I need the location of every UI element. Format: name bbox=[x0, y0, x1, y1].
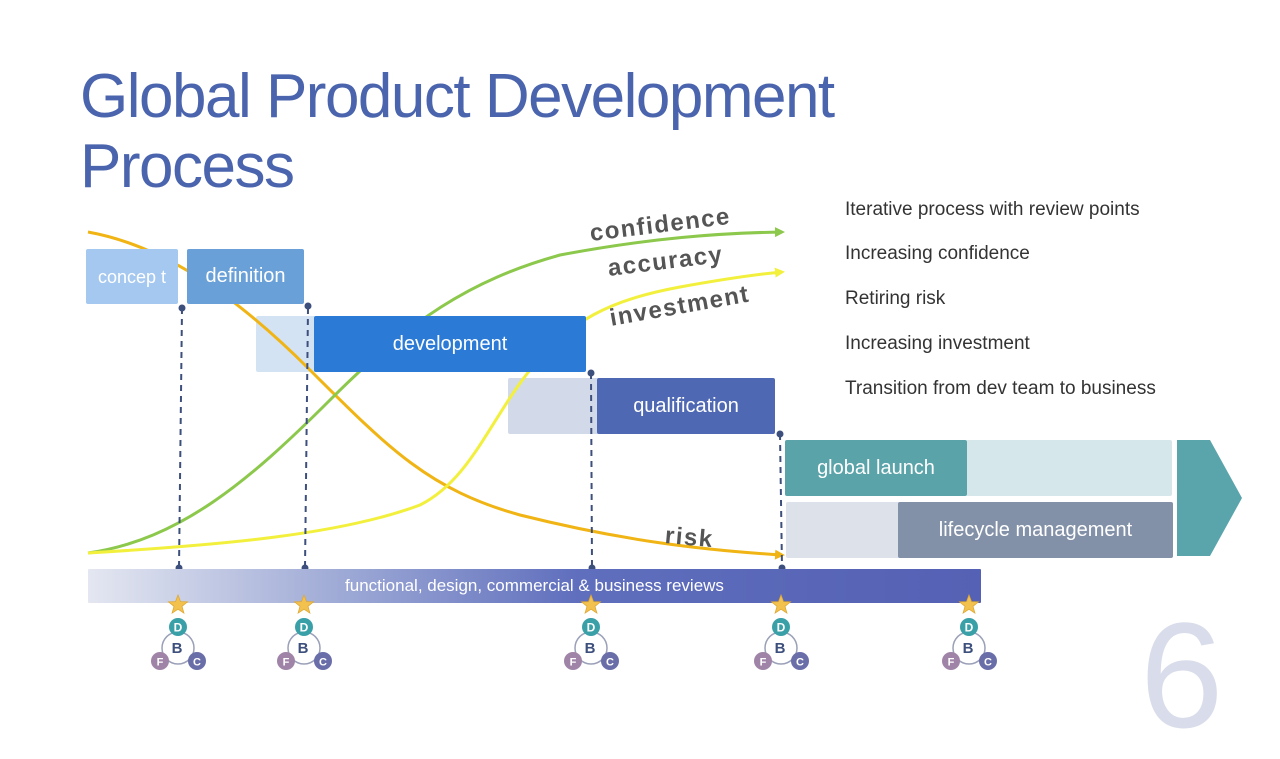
review-node: D F CB bbox=[754, 593, 809, 670]
lifecycle-track bbox=[786, 502, 906, 558]
development-shadow-block bbox=[256, 316, 316, 372]
node-d-circle bbox=[772, 618, 790, 636]
node-f-circle bbox=[754, 652, 772, 670]
node-c-label: C bbox=[606, 657, 614, 669]
node-c-circle bbox=[791, 652, 809, 670]
bullet-item: Increasing confidence bbox=[845, 243, 1030, 264]
node-c-label: C bbox=[319, 657, 327, 669]
node-c-circle bbox=[188, 652, 206, 670]
node-b-label: B bbox=[963, 640, 974, 657]
node-ring bbox=[764, 631, 798, 665]
node-ring bbox=[161, 631, 195, 665]
node-c-label: C bbox=[193, 657, 201, 669]
node-d-circle bbox=[169, 618, 187, 636]
node-b-label: B bbox=[298, 640, 309, 657]
phase-development-label: development bbox=[392, 332, 508, 355]
node-c-label: C bbox=[796, 657, 804, 669]
slide-title: Global Product Development Process bbox=[80, 62, 835, 201]
bullet-item: Increasing investment bbox=[845, 333, 1030, 354]
node-c-circle bbox=[601, 652, 619, 670]
phase-concept-label: concep t bbox=[97, 266, 167, 287]
investment-label: investment bbox=[607, 280, 752, 332]
confidence-label: confidence bbox=[588, 202, 733, 247]
phase-global-launch: global launch bbox=[785, 440, 967, 496]
node-c-label: C bbox=[984, 657, 992, 669]
node-d-label: D bbox=[965, 621, 974, 635]
node-b-label: B bbox=[775, 640, 786, 657]
node-b-label: B bbox=[172, 640, 183, 657]
node-d-label: D bbox=[587, 621, 596, 635]
node-f-label: F bbox=[760, 657, 767, 669]
phase-lifecycle: lifecycle management bbox=[898, 502, 1173, 558]
node-f-circle bbox=[564, 652, 582, 670]
node-ring bbox=[574, 631, 608, 665]
node-d-label: D bbox=[777, 621, 786, 635]
node-f-label: F bbox=[157, 657, 164, 669]
review-bar-label: functional, design, commercial & busines… bbox=[345, 576, 724, 595]
bullet-item: Retiring risk bbox=[845, 288, 946, 309]
node-ring bbox=[952, 631, 986, 665]
phase-qualification: qualification bbox=[597, 378, 775, 434]
phase-lifecycle-label: lifecycle management bbox=[938, 518, 1133, 541]
risk-label: risk bbox=[663, 522, 715, 554]
node-f-label: F bbox=[570, 657, 577, 669]
node-f-label: F bbox=[283, 657, 290, 669]
review-node: D F CB bbox=[277, 593, 332, 670]
review-node: D F CB bbox=[151, 593, 206, 670]
node-d-label: D bbox=[174, 621, 183, 635]
node-ring bbox=[287, 631, 321, 665]
node-f-circle bbox=[277, 652, 295, 670]
page-number: 6 bbox=[1140, 591, 1224, 759]
phase-global-launch-label: global launch bbox=[817, 456, 935, 479]
review-node: D F CB bbox=[942, 593, 997, 670]
node-c-circle bbox=[314, 652, 332, 670]
node-d-circle bbox=[960, 618, 978, 636]
node-f-label: F bbox=[948, 657, 955, 669]
phase-qualification-label: qualification bbox=[633, 394, 739, 417]
node-f-circle bbox=[151, 652, 169, 670]
node-c-circle bbox=[979, 652, 997, 670]
launch-track bbox=[966, 440, 1172, 496]
review-node: D F CB bbox=[564, 593, 619, 670]
bullet-item: Iterative process with review points bbox=[845, 199, 1140, 220]
phase-development: development bbox=[314, 316, 586, 372]
bullet-item: Transition from dev team to business bbox=[845, 378, 1156, 399]
node-b-label: B bbox=[585, 640, 596, 657]
qualification-shadow-block bbox=[508, 378, 600, 434]
accuracy-label: accuracy bbox=[606, 240, 725, 282]
node-d-circle bbox=[295, 618, 313, 636]
phase-definition: definition bbox=[187, 249, 304, 304]
node-d-circle bbox=[582, 618, 600, 636]
phase-definition-label: definition bbox=[205, 265, 286, 287]
node-d-label: D bbox=[300, 621, 309, 635]
review-bar: functional, design, commercial & busines… bbox=[88, 569, 981, 603]
node-f-circle bbox=[942, 652, 960, 670]
phase-concept: concep t bbox=[86, 249, 178, 304]
bullet-list: Iterative process with review points Inc… bbox=[845, 196, 1165, 420]
